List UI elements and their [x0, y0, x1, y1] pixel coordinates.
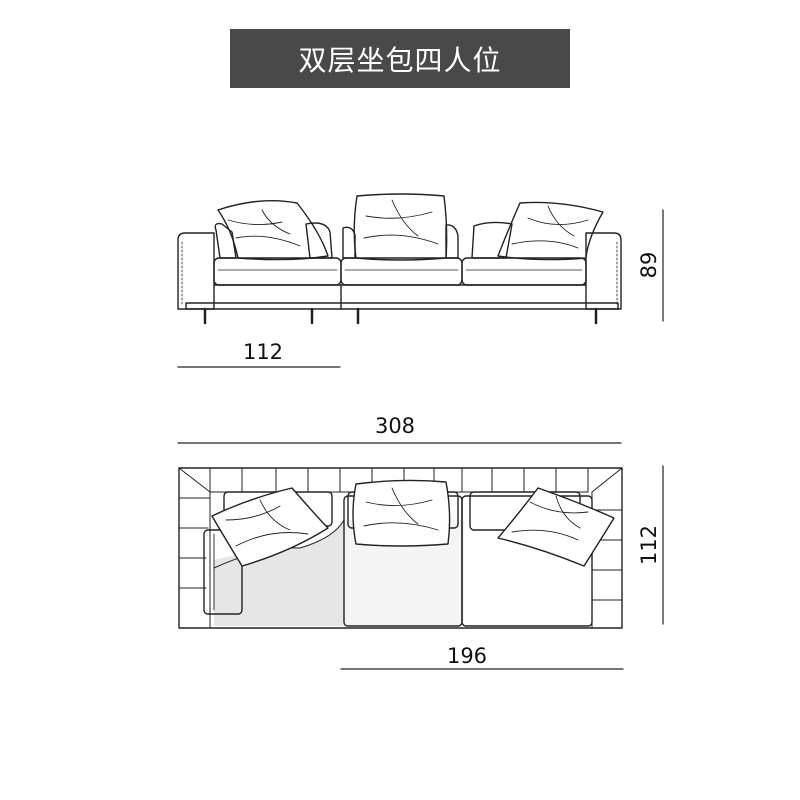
- left-arm-tufting: [178, 467, 211, 629]
- seat-cushion: [461, 257, 587, 286]
- top-view: [178, 467, 623, 629]
- dim-label-depth: 112: [637, 525, 661, 565]
- seat-cushion: [461, 495, 593, 627]
- title-banner: 双层坐包四人位: [230, 29, 570, 88]
- throw-pillow: [217, 199, 329, 261]
- right-arm-tufting: [591, 467, 623, 629]
- sofa-legs: [203, 307, 598, 325]
- throw-pillow: [211, 487, 329, 567]
- page-title: 双层坐包四人位: [298, 43, 502, 77]
- sofa-plinth: [185, 302, 619, 310]
- throw-pillow: [352, 479, 451, 547]
- dim-label-total: 308: [375, 414, 415, 438]
- right-arm: [585, 232, 622, 310]
- sofa-outline: [178, 467, 623, 629]
- back-cushion: [471, 221, 513, 259]
- throw-pillow: [497, 201, 604, 261]
- throw-pillow: [497, 487, 615, 567]
- dim-label-seat: 196: [447, 644, 487, 668]
- seat-cushion: [340, 257, 463, 286]
- front-view: [177, 193, 622, 325]
- seat-cushion: [213, 257, 342, 286]
- dim-label-chaise: 112: [243, 340, 283, 364]
- left-arm: [177, 232, 215, 310]
- dimension-lines: [177, 209, 664, 670]
- back-cushion: [305, 222, 333, 259]
- dim-label-height: 89: [637, 252, 661, 279]
- throw-pillow: [353, 193, 448, 261]
